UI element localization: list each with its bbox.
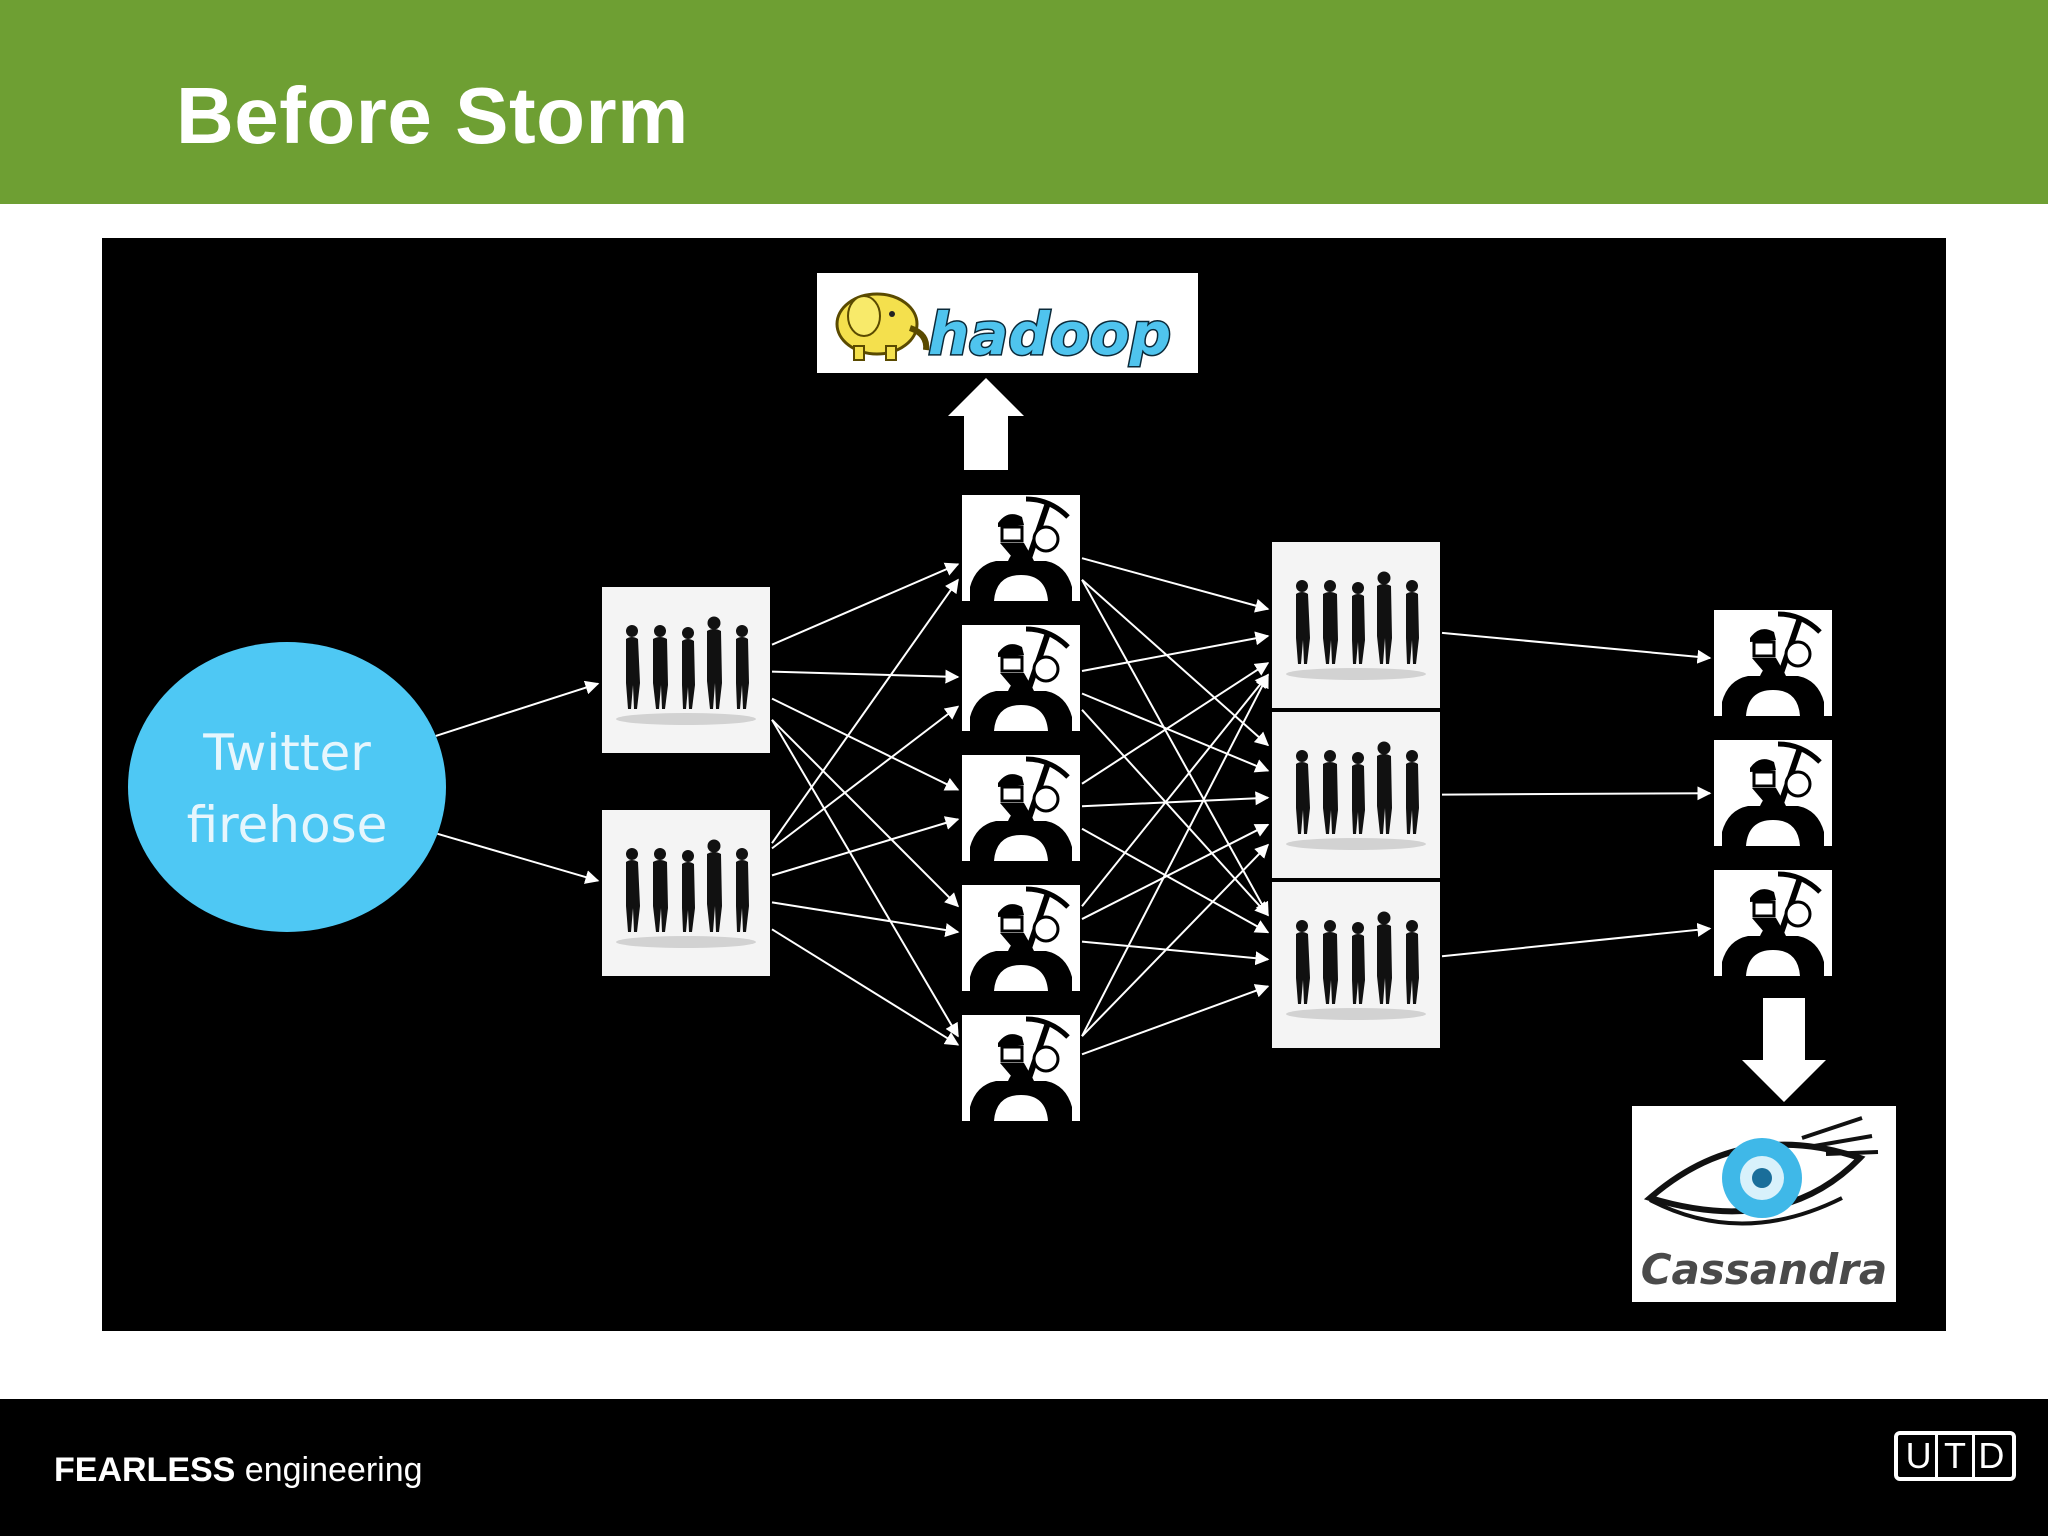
title-bar: Before Storm (0, 0, 2048, 204)
connection-arrow (771, 697, 960, 791)
slide-title: Before Storm (176, 71, 689, 160)
people-queue-icon (1272, 712, 1440, 878)
connection-arrow (1081, 673, 1269, 907)
brand-rest: engineering (235, 1451, 423, 1489)
cassandra-logo: Cassandra (1632, 1106, 1896, 1302)
people-queue-icon (602, 810, 770, 976)
cassandra-eye-icon (1643, 1116, 1879, 1226)
connection-arrow (1081, 709, 1269, 917)
connection-arrow (771, 719, 959, 908)
connection-arrow (771, 816, 960, 877)
connection-arrow (1441, 922, 1712, 958)
connection-arrows (435, 557, 1712, 1056)
hadoop-output-arrow (948, 378, 1024, 470)
miner-worker-icon (962, 1015, 1080, 1121)
connection-arrow (437, 832, 600, 884)
hadoop-logo-text: hadoop (928, 300, 1171, 368)
footer-bar: FEARLESS engineering U T D (0, 1399, 2048, 1536)
miner-worker-icon (962, 755, 1080, 861)
connection-arrow (1081, 557, 1270, 613)
brand-strong: FEARLESS (54, 1451, 236, 1489)
diagram-canvas: Twitter firehose hadoop (128, 273, 1896, 1302)
source-label-line1: Twitter (202, 724, 371, 782)
utd-logo: U T D (1894, 1431, 2016, 1481)
connection-arrow (771, 928, 960, 1046)
connection-arrow (1441, 631, 1712, 664)
architecture-diagram: Twitter firehose hadoop (102, 238, 1946, 1331)
connection-arrow (771, 562, 960, 646)
connection-arrow (1081, 631, 1270, 672)
utd-letter: U (1905, 1435, 1932, 1476)
people-queue-icon (1272, 542, 1440, 708)
miner-worker-icon (962, 885, 1080, 991)
people-queue-icon (602, 587, 770, 753)
people-queue-icon (1272, 882, 1440, 1048)
cassandra-logo-text: Cassandra (1641, 1245, 1888, 1294)
connection-arrow (1081, 984, 1270, 1056)
twitter-firehose-source: Twitter firehose (128, 642, 446, 932)
utd-letter: T (1935, 1435, 1971, 1477)
miner-worker-icon (1714, 610, 1832, 716)
connection-arrow (1081, 791, 1270, 808)
connection-arrow (1441, 786, 1712, 801)
connection-arrow (1081, 940, 1270, 966)
connection-arrow (1081, 579, 1269, 917)
miner-worker-icon (1714, 870, 1832, 976)
connection-arrow (1081, 662, 1270, 785)
connection-arrow (435, 680, 600, 737)
diagram-nodes (602, 495, 1832, 1121)
hadoop-logo: hadoop (817, 273, 1198, 373)
hadoop-elephant-icon (835, 292, 930, 361)
connection-arrow (771, 705, 960, 850)
connection-arrow (1081, 692, 1270, 773)
connection-arrow (771, 719, 959, 1038)
utd-letter: D (1971, 1435, 2008, 1477)
connection-arrow (1081, 843, 1269, 1037)
connection-arrow (1081, 827, 1270, 934)
cassandra-output-arrow (1742, 998, 1826, 1102)
source-label-line2: firehose (187, 796, 388, 854)
footer-brand: FEARLESS engineering (54, 1451, 423, 1490)
connection-arrow (1081, 823, 1270, 920)
miner-worker-icon (962, 625, 1080, 731)
connection-arrow (771, 901, 960, 937)
connection-arrow (1081, 579, 1270, 747)
connection-arrow (771, 669, 960, 684)
miner-worker-icon (962, 495, 1080, 601)
connection-arrow (771, 578, 959, 844)
connection-arrow (1081, 673, 1269, 1037)
miner-worker-icon (1714, 740, 1832, 846)
